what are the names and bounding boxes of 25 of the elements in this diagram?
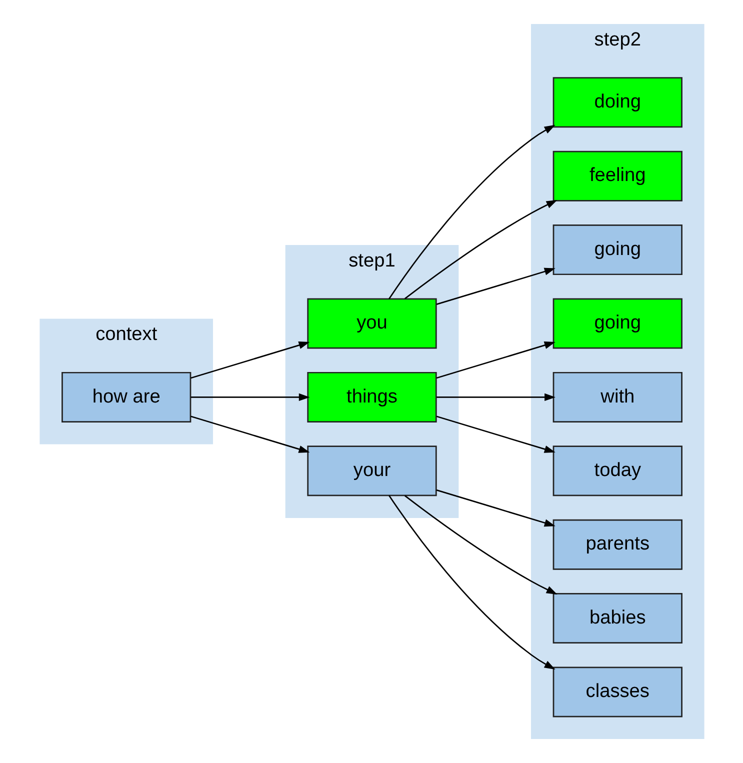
arrow bbox=[404, 495, 557, 594]
arrow bbox=[436, 416, 555, 453]
node-box: today bbox=[552, 446, 682, 496]
arrow bbox=[388, 495, 555, 670]
node-box: going bbox=[552, 224, 682, 276]
arrow bbox=[190, 341, 310, 379]
node-box: going bbox=[552, 298, 682, 349]
node-box: how are bbox=[61, 372, 191, 422]
node-box: with bbox=[552, 372, 682, 422]
arrow bbox=[436, 393, 555, 402]
arrow bbox=[436, 489, 555, 527]
arrow bbox=[190, 393, 310, 402]
node-box: parents bbox=[552, 519, 682, 570]
node-box: babies bbox=[552, 593, 682, 644]
arrow bbox=[436, 268, 555, 305]
arrow bbox=[190, 416, 310, 453]
node-box: classes bbox=[552, 666, 682, 718]
node-box: your bbox=[306, 446, 436, 496]
arrow bbox=[388, 124, 555, 300]
node-box: things bbox=[306, 372, 436, 422]
node-box: feeling bbox=[552, 150, 682, 202]
arrow bbox=[436, 341, 555, 379]
node-box: you bbox=[306, 298, 436, 349]
arrow bbox=[404, 200, 557, 300]
node-box: doing bbox=[552, 77, 682, 128]
